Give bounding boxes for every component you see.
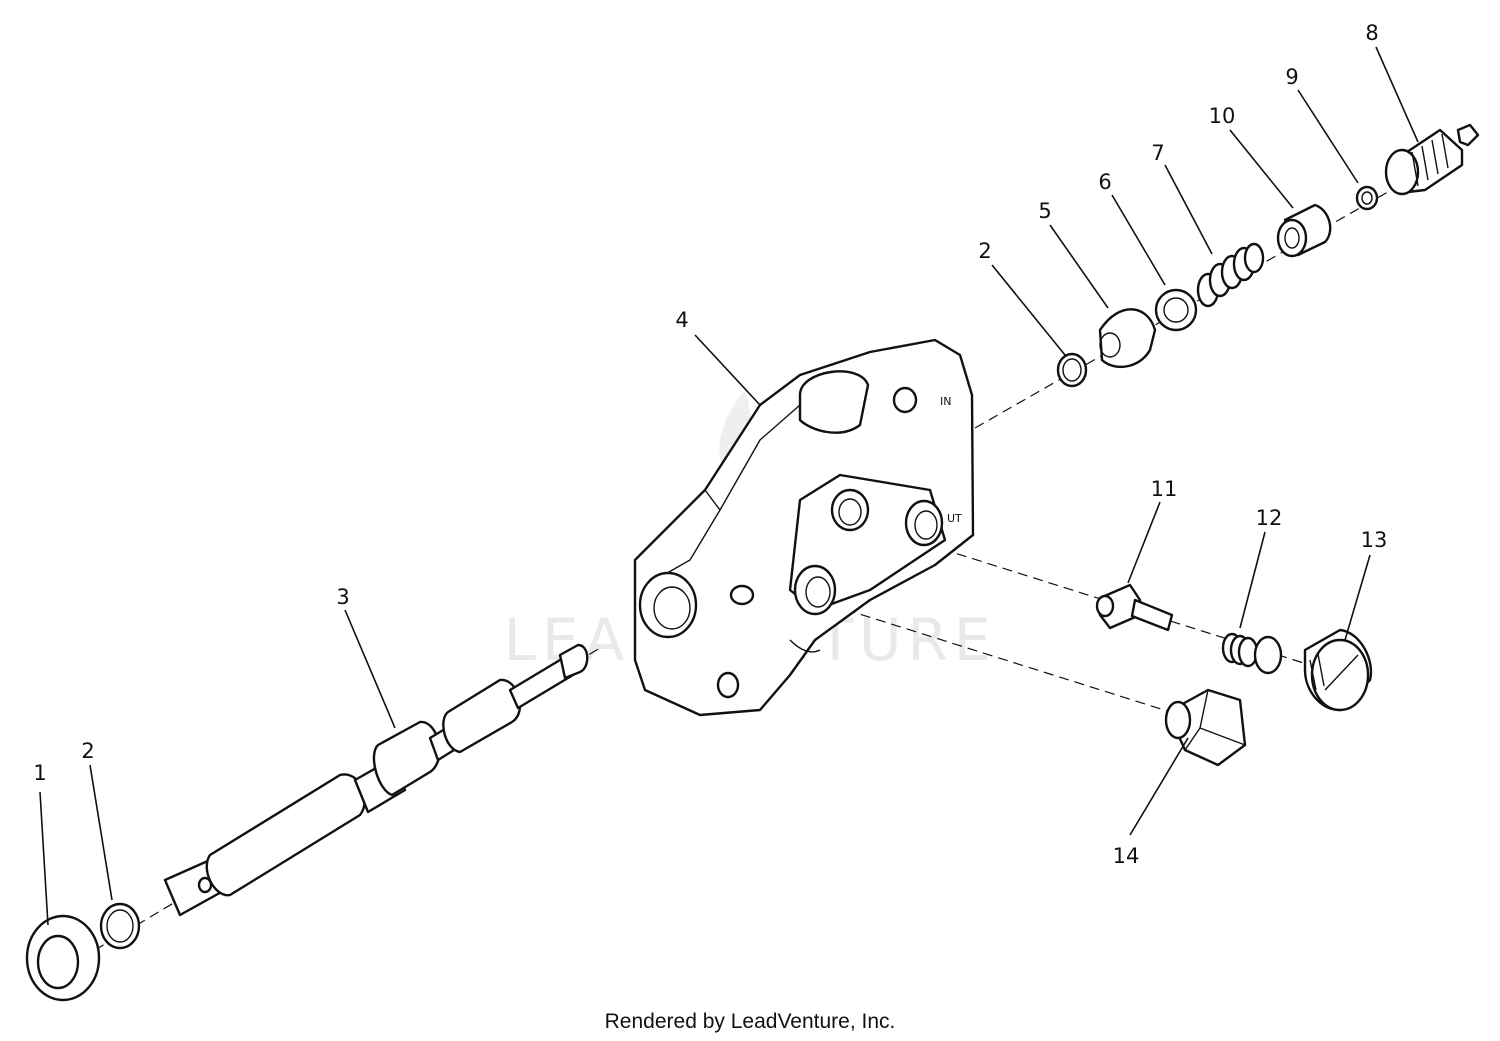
part-11-check-poppet xyxy=(1095,583,1174,632)
callout-10: 10 xyxy=(1209,104,1236,128)
part-6-washer xyxy=(1154,288,1198,332)
leader-14 xyxy=(1129,737,1189,836)
leader-10 xyxy=(1229,129,1294,209)
callout-7: 7 xyxy=(1151,141,1164,165)
part-8-adjusting-plug xyxy=(1384,123,1480,196)
footer-credit: Rendered by LeadVenture, Inc. xyxy=(605,1010,896,1033)
part-7-spring xyxy=(1196,242,1265,308)
callout-13: 13 xyxy=(1361,528,1388,552)
part-14-hex-plug xyxy=(1164,688,1247,767)
leader-lines xyxy=(39,46,1419,926)
part-13-plug xyxy=(1303,628,1373,712)
port-label-out: UT xyxy=(947,512,962,525)
callout-numbers: 1 2 3 4 2 5 6 7 10 9 8 11 12 13 14 xyxy=(33,21,1387,868)
leader-7 xyxy=(1164,164,1213,255)
leader-11 xyxy=(1127,501,1161,584)
callout-6: 6 xyxy=(1098,170,1111,194)
part-10-sleeve xyxy=(1276,203,1332,258)
part-2-oring-upper xyxy=(1056,352,1088,388)
callout-8: 8 xyxy=(1365,21,1378,45)
callout-9: 9 xyxy=(1285,65,1298,89)
leader-6 xyxy=(1111,194,1166,286)
callout-3: 3 xyxy=(336,585,349,609)
part-3-spool xyxy=(163,643,589,917)
part-2-oring-lower xyxy=(99,902,141,950)
leader-2-lower xyxy=(89,764,113,901)
leader-3 xyxy=(344,609,396,729)
callout-12: 12 xyxy=(1256,506,1283,530)
callout-5: 5 xyxy=(1038,199,1051,223)
leader-2-upper xyxy=(991,264,1066,356)
leader-12 xyxy=(1239,531,1266,629)
leader-13 xyxy=(1344,554,1371,641)
part-12-spring xyxy=(1221,632,1283,675)
callout-4: 4 xyxy=(675,308,688,332)
leader-1 xyxy=(39,791,49,926)
callout-2-lower: 2 xyxy=(81,739,94,763)
callout-2-upper: 2 xyxy=(978,239,991,263)
callout-14: 14 xyxy=(1113,844,1140,868)
part-1-seal xyxy=(25,914,101,1002)
part-5-poppet xyxy=(1098,308,1157,369)
leader-9 xyxy=(1297,89,1359,184)
leader-4 xyxy=(694,334,761,406)
port-label-in: IN xyxy=(940,395,951,408)
part-4-valve-body: IN UT xyxy=(633,338,975,717)
callout-1: 1 xyxy=(33,761,46,785)
part-9-snap-ring xyxy=(1355,185,1379,211)
callout-11: 11 xyxy=(1151,477,1178,501)
leader-8 xyxy=(1375,46,1419,143)
leader-5 xyxy=(1049,224,1109,309)
